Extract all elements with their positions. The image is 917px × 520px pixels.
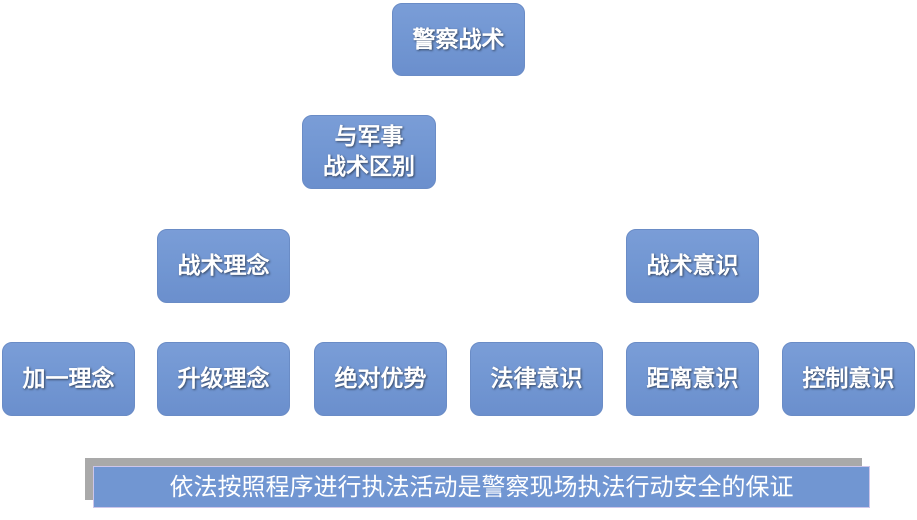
node-label: 战术意识 — [646, 253, 739, 279]
node-label: 法律意识 — [490, 366, 583, 392]
node-label: 警察战术 — [412, 26, 505, 53]
leaf-node: 法律意识 — [470, 342, 603, 416]
leaf-node: 加一理念 — [2, 342, 135, 416]
leaf-node: 控制意识 — [782, 342, 915, 416]
node-label: 加一理念 — [22, 366, 115, 392]
node-label-line-1: 与军事 — [334, 124, 404, 150]
node-label: 战术理念 — [177, 253, 270, 279]
banner: 依法按照程序进行执法活动是警察现场执法行动安全的保证 — [93, 466, 870, 508]
node-label: 距离意识 — [646, 366, 739, 392]
node-police-tactics: 警察战术 — [392, 3, 525, 76]
node-tactical-concept: 战术理念 — [157, 229, 290, 303]
leaf-node: 距离意识 — [626, 342, 759, 416]
node-label: 绝对优势 — [334, 366, 427, 392]
node-military-distinction: 与军事 战术区别 — [302, 115, 436, 189]
node-tactical-awareness: 战术意识 — [626, 229, 759, 303]
leaf-node: 绝对优势 — [314, 342, 447, 416]
node-label: 升级理念 — [177, 366, 270, 392]
node-label: 控制意识 — [802, 366, 895, 392]
leaf-node: 升级理念 — [157, 342, 290, 416]
node-label-line-2: 战术区别 — [323, 154, 415, 180]
banner-text: 依法按照程序进行执法活动是警察现场执法行动安全的保证 — [169, 473, 794, 501]
